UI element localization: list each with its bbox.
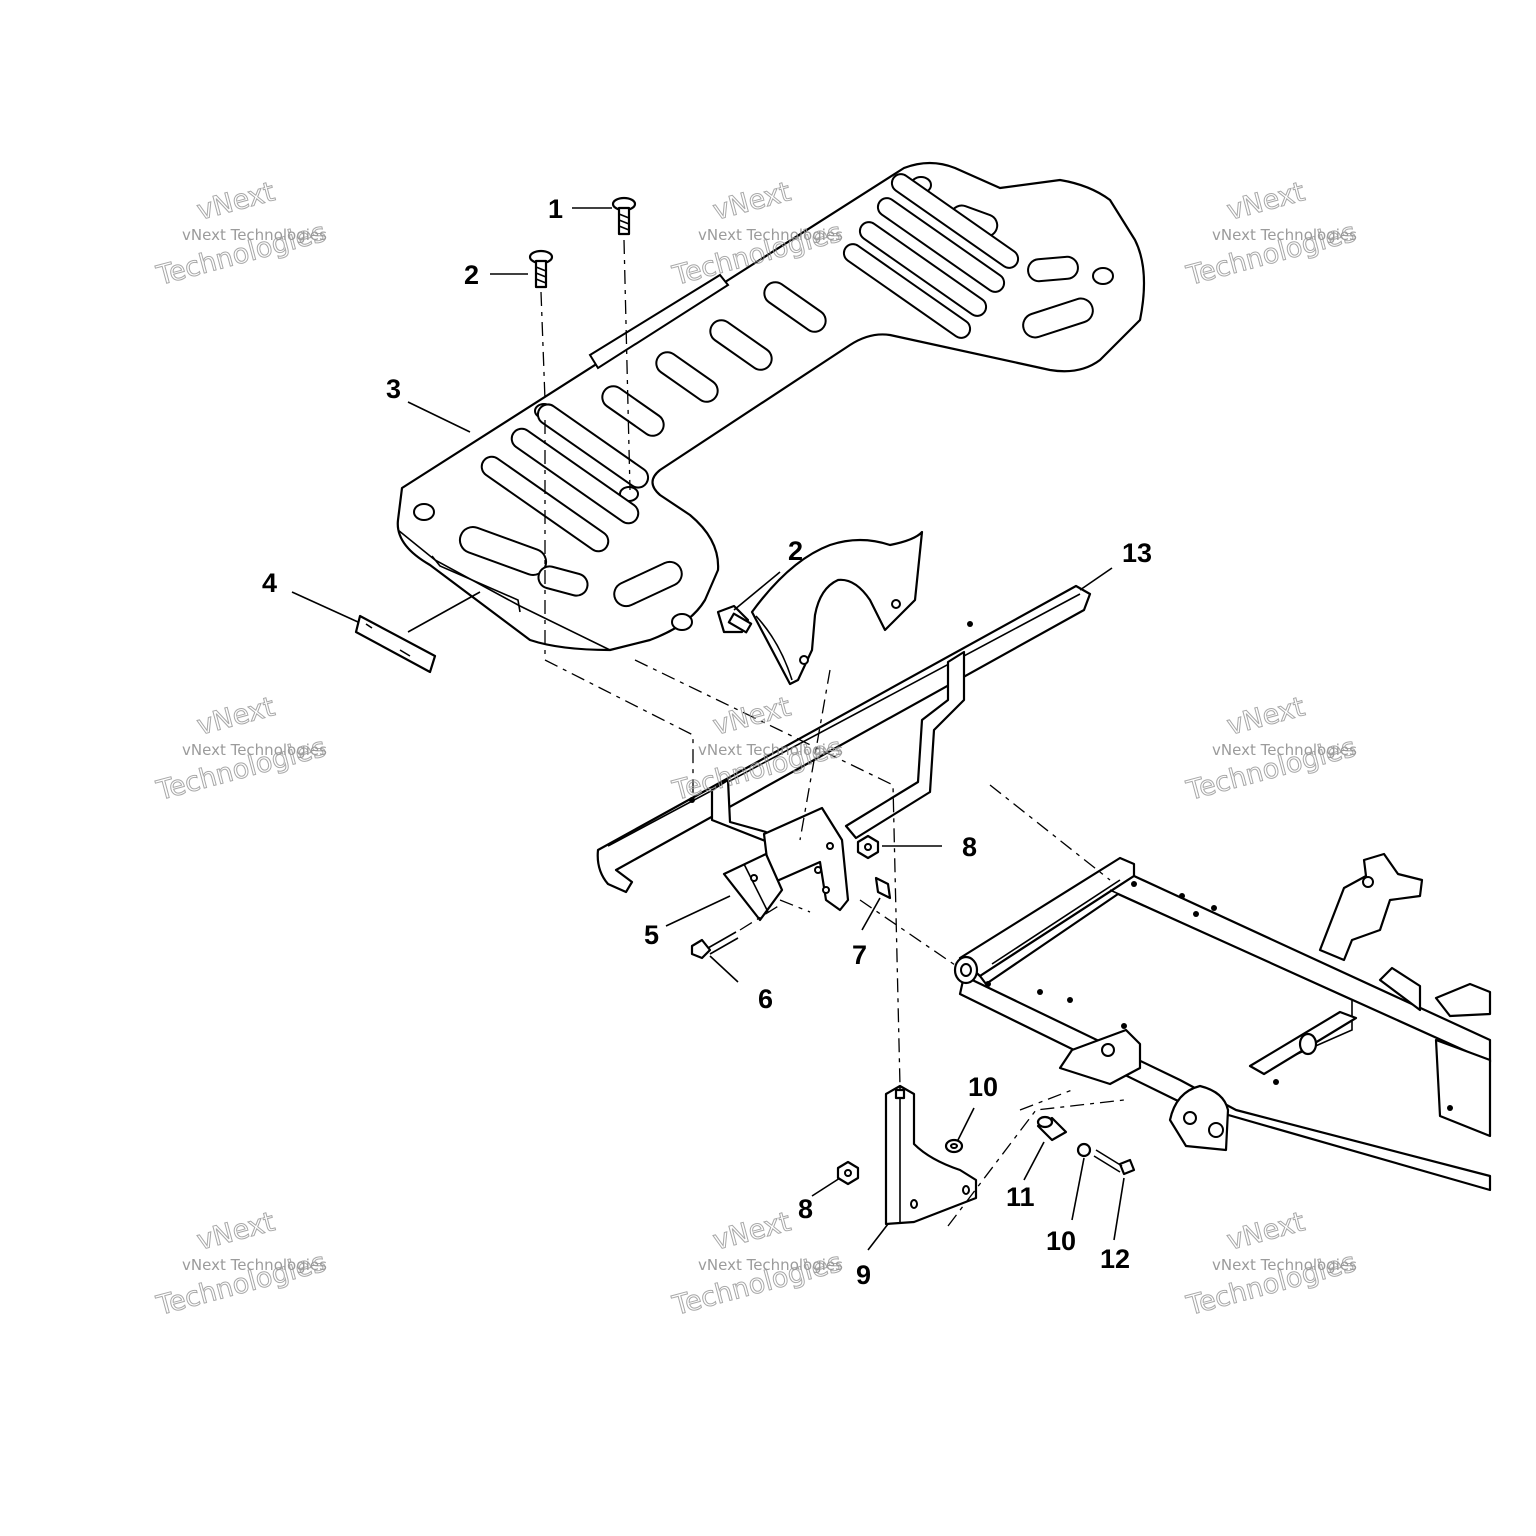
watermark-text: vNext Technologies xyxy=(1212,226,1357,244)
callout-6: 6 xyxy=(758,984,773,1014)
watermark-text: vNext Technologies xyxy=(182,1256,327,1274)
nut-8-upper xyxy=(856,834,880,860)
watermark: vNext vNext Technologies Technologies xyxy=(152,1206,330,1323)
watermark-brand: vNext xyxy=(194,691,278,741)
callout-3: 3 xyxy=(386,374,401,404)
washer-10-left xyxy=(944,1138,964,1154)
watermark-brand: vNext xyxy=(194,176,278,226)
rear-rack xyxy=(396,161,1146,652)
watermark-brand: vNext xyxy=(1224,691,1308,741)
watermark-brand: vNext xyxy=(194,1206,278,1256)
watermark-brand: vNext xyxy=(710,691,794,741)
rack-support xyxy=(596,584,1092,894)
watermark-text: vNext Technologies xyxy=(182,226,327,244)
callout-9: 9 xyxy=(856,1260,871,1290)
bracket-9 xyxy=(884,1084,978,1226)
callout-12: 12 xyxy=(1100,1244,1130,1274)
vehicle-frame xyxy=(953,852,1492,1192)
watermark-brand: vNext xyxy=(710,176,794,226)
callout-13: 13 xyxy=(1122,538,1152,568)
callout-11: 11 xyxy=(1006,1182,1035,1212)
watermark-text: vNext Technologies xyxy=(1212,741,1357,759)
spacer-11 xyxy=(1036,1115,1068,1142)
watermark-text: vNext Technologies xyxy=(698,741,843,759)
watermark-text: vNext Technologies xyxy=(698,1256,843,1274)
screw-2 xyxy=(528,249,554,289)
callout-5: 5 xyxy=(644,920,659,950)
watermark-brand: vNext xyxy=(710,1206,794,1256)
callout-1: 1 xyxy=(548,194,563,224)
screw-1 xyxy=(611,196,637,236)
assembly-lines xyxy=(540,239,1125,1227)
watermark: vNext vNext Technologies Technologies xyxy=(152,691,330,808)
watermark: vNext vNext Technologies Technologies xyxy=(152,176,330,293)
bolt-12 xyxy=(1093,1149,1136,1176)
callout-4: 4 xyxy=(262,568,277,598)
callout-10-lower: 10 xyxy=(1046,1226,1076,1256)
callout-labels: 1 2 3 4 5 6 7 8 9 10 11 12 13 2 8 10 xyxy=(262,194,1152,1290)
callout-8-lower: 8 xyxy=(798,1194,813,1224)
bolt-2-flange xyxy=(716,604,753,634)
watermark-text: vNext Technologies xyxy=(1212,1256,1357,1274)
washer-10-right xyxy=(1076,1142,1092,1158)
watermark-text: vNext Technologies xyxy=(182,741,327,759)
leader-lines xyxy=(291,207,1125,1251)
watermark-brand: vNext xyxy=(1224,176,1308,226)
callout-10: 10 xyxy=(968,1072,998,1102)
fender-bracket xyxy=(750,530,924,686)
watermark: vNext vNext Technologies Technologies xyxy=(668,1206,846,1323)
watermark: vNext vNext Technologies Technologies xyxy=(1182,1206,1360,1323)
rack-grille-right xyxy=(842,173,1020,339)
watermark-brand: vNext xyxy=(1224,1206,1308,1256)
reflector xyxy=(354,614,437,674)
watermark: vNext vNext Technologies Technologies xyxy=(1182,176,1360,293)
clip-7 xyxy=(874,876,892,900)
callout-8: 8 xyxy=(962,832,977,862)
callout-7: 7 xyxy=(852,940,867,970)
watermark: vNext vNext Technologies Technologies xyxy=(1182,691,1360,808)
nut-8-lower xyxy=(836,1160,860,1186)
mount-bracket xyxy=(722,806,850,922)
bolt-6 xyxy=(690,931,739,960)
callout-2: 2 xyxy=(464,260,479,290)
callout-2-bolt: 2 xyxy=(788,536,803,566)
watermark-text: vNext Technologies xyxy=(698,226,843,244)
